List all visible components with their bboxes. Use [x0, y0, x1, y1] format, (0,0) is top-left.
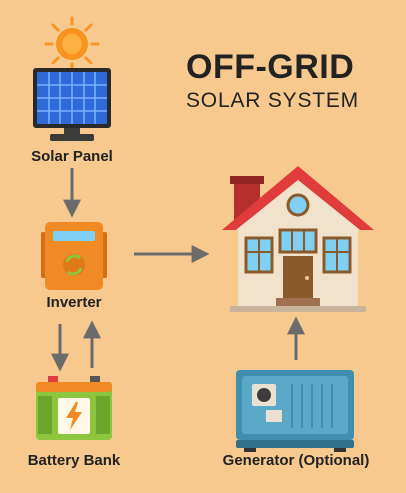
- house-icon: [222, 166, 374, 312]
- sun-icon: [44, 16, 100, 72]
- title: OFF-GRID: [186, 48, 355, 86]
- solar-panel-icon: [33, 68, 111, 141]
- label-generator: Generator (Optional): [222, 452, 370, 469]
- generator-icon: [236, 370, 354, 452]
- battery-icon: [36, 376, 112, 440]
- subtitle: SOLAR SYSTEM: [186, 89, 359, 112]
- label-solar-panel: Solar Panel: [31, 148, 113, 165]
- label-battery-bank: Battery Bank: [27, 452, 121, 469]
- label-inverter: Inverter: [46, 294, 102, 311]
- inverter-icon: [41, 222, 107, 290]
